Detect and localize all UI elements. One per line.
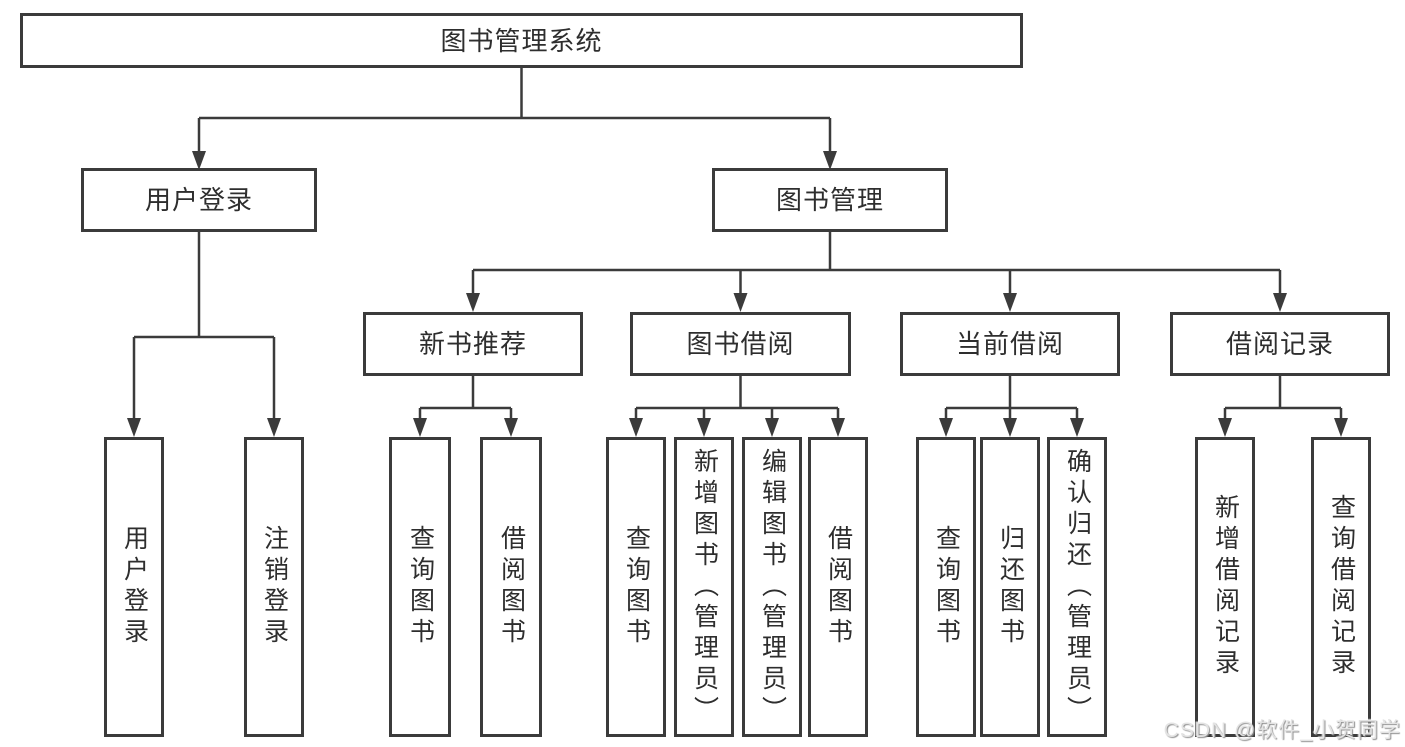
leaf-current-return-book: 归还图书 bbox=[980, 437, 1040, 737]
node-current-borrow: 当前借阅 bbox=[900, 312, 1120, 376]
node-label: 当前借阅 bbox=[955, 329, 1064, 359]
leaf-record-query-record: 查询借阅记录 bbox=[1311, 437, 1371, 737]
node-label: 注销登录 bbox=[260, 525, 289, 649]
node-label: 借阅图书 bbox=[824, 525, 853, 649]
leaf-logout-login: 注销登录 bbox=[244, 437, 304, 737]
node-label: 新增借阅记录 bbox=[1211, 494, 1240, 680]
node-borrow-record: 借阅记录 bbox=[1170, 312, 1390, 376]
leaf-borrow-edit-book-admin: 编辑图书（管理员） bbox=[742, 437, 802, 737]
node-user-login: 用户登录 bbox=[81, 168, 317, 232]
node-label: 借阅图书 bbox=[497, 525, 526, 649]
node-label: 归还图书 bbox=[996, 525, 1025, 649]
leaf-current-query-book: 查询图书 bbox=[916, 437, 976, 737]
node-label: 图书借阅 bbox=[686, 329, 795, 359]
node-book-management: 图书管理 bbox=[712, 168, 948, 232]
csdn-watermark: CSDN @软件_小贺同学 bbox=[1163, 719, 1401, 742]
leaf-user-login: 用户登录 bbox=[104, 437, 164, 737]
node-label: 借阅记录 bbox=[1225, 329, 1334, 359]
node-label: 图书管理 bbox=[775, 185, 884, 215]
node-label: 编辑图书（管理员） bbox=[758, 447, 787, 727]
node-label: 图书管理系统 bbox=[440, 25, 603, 56]
leaf-borrow-borrow-book: 借阅图书 bbox=[808, 437, 868, 737]
node-label: 用户登录 bbox=[144, 185, 253, 215]
node-new-book-recommend: 新书推荐 bbox=[363, 312, 583, 376]
node-label: 用户登录 bbox=[120, 525, 149, 649]
leaf-record-add-record: 新增借阅记录 bbox=[1195, 437, 1255, 737]
leaf-borrow-add-book-admin: 新增图书（管理员） bbox=[674, 437, 734, 737]
node-library-system: 图书管理系统 bbox=[20, 13, 1023, 68]
leaf-borrow-query-book: 查询图书 bbox=[606, 437, 666, 737]
node-book-borrow: 图书借阅 bbox=[630, 312, 851, 376]
node-label: 新增图书（管理员） bbox=[690, 447, 719, 727]
node-label: 查询借阅记录 bbox=[1327, 494, 1356, 680]
leaf-recommend-query-book: 查询图书 bbox=[389, 437, 451, 737]
node-label: 查询图书 bbox=[932, 525, 961, 649]
node-label: 查询图书 bbox=[406, 525, 435, 649]
node-label: 确认归还（管理员） bbox=[1063, 447, 1092, 727]
node-label: 新书推荐 bbox=[418, 329, 527, 359]
leaf-current-confirm-return-admin: 确认归还（管理员） bbox=[1047, 437, 1107, 737]
leaf-recommend-borrow-book: 借阅图书 bbox=[480, 437, 542, 737]
node-label: 查询图书 bbox=[622, 525, 651, 649]
